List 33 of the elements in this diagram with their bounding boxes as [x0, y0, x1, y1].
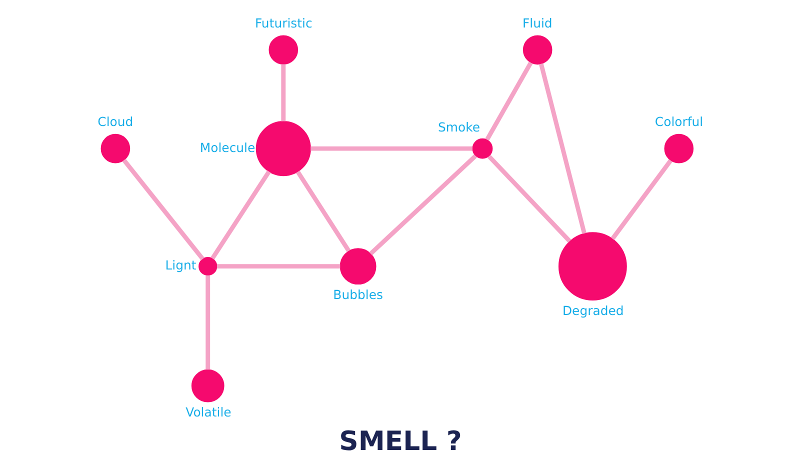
connector [216, 264, 340, 269]
node-circle [472, 138, 492, 159]
node-label: Bubbles [332, 286, 382, 302]
node-circle [198, 257, 217, 276]
node-circle [664, 134, 694, 164]
connector [368, 154, 476, 256]
node-circle [268, 35, 298, 65]
node-label: Futuristic [254, 15, 312, 30]
connector [610, 159, 672, 240]
node-label: Lignt [164, 258, 196, 273]
node-label: Colorful [654, 114, 703, 130]
connector [486, 154, 571, 243]
connector [280, 64, 286, 122]
connector [538, 63, 586, 234]
node-circle [558, 232, 626, 301]
node-circle [522, 35, 552, 65]
node-circle [339, 248, 376, 285]
node-label: Molecule [199, 140, 255, 155]
node-circle [190, 369, 224, 402]
node-label: Cloud [97, 114, 133, 130]
connector [210, 170, 270, 260]
connector [484, 62, 532, 141]
connector [310, 146, 472, 151]
connector [205, 275, 210, 370]
node-circle [100, 134, 130, 164]
connector [295, 170, 350, 252]
connector [122, 158, 204, 260]
node-label: Fluid [522, 15, 552, 30]
node-label: Degraded [562, 302, 624, 318]
node-label: Smoke [438, 119, 480, 134]
node-label: Volatile [185, 404, 231, 420]
diagram-title: SMELL ? [338, 426, 462, 457]
node-circle [255, 121, 310, 176]
